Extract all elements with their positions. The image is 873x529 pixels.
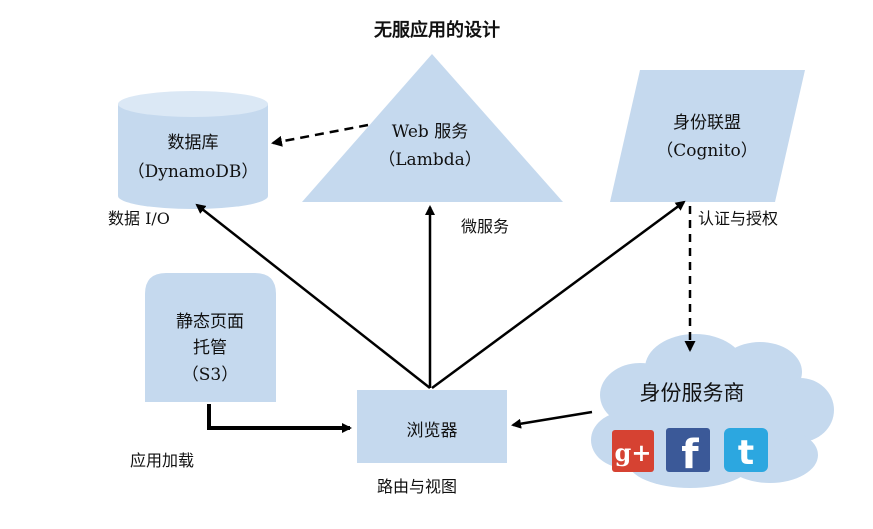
svg-text:g+: g+ [615,438,652,467]
twitter-icon: t [724,428,768,473]
static-hosting-label: 静态页面 [176,312,244,332]
arrow-web-to-database-dashed [271,123,369,147]
identity-federation-label: 身份联盟 [673,113,741,133]
arrow-provider-to-browser [511,410,593,429]
database-cylinder [118,91,268,209]
google-plus-icon: g+ [612,430,654,472]
web-service-sublabel: （Lambda） [378,150,482,170]
database-sublabel: （DynamoDB） [127,162,259,182]
browser-box [357,390,507,463]
svg-text:t: t [738,433,754,473]
identity-federation-parallelogram [610,70,805,202]
identity-federation-sublabel: （Cognito） [656,141,758,161]
arrow-static-to-browser [207,404,352,433]
database-label: 数据库 [167,133,219,153]
svg-text:f: f [681,432,699,478]
arrow-browser-to-database [195,203,431,389]
static-hosting-box [145,273,276,402]
edge-label-auth: 认证与授权 [698,209,779,228]
edge-label-routing-view: 路由与视图 [377,477,458,496]
web-service-label: Web 服务 [391,122,469,142]
browser-label: 浏览器 [406,421,458,441]
edge-label-microservice: 微服务 [461,217,510,236]
edge-label-data-io: 数据 I/O [108,209,170,228]
web-service-triangle [302,54,563,202]
edge-label-app-loading: 应用加载 [130,451,195,470]
static-hosting-sublabel: （S3） [181,365,239,385]
identity-provider-cloud [591,334,834,488]
diagram-title: 无服应用的设计 [374,20,500,41]
static-hosting-label-2: 托管 [193,338,227,358]
arrow-browser-to-identity-federation [431,200,686,390]
identity-provider-label: 身份服务商 [639,381,745,405]
facebook-icon: f [666,428,710,478]
